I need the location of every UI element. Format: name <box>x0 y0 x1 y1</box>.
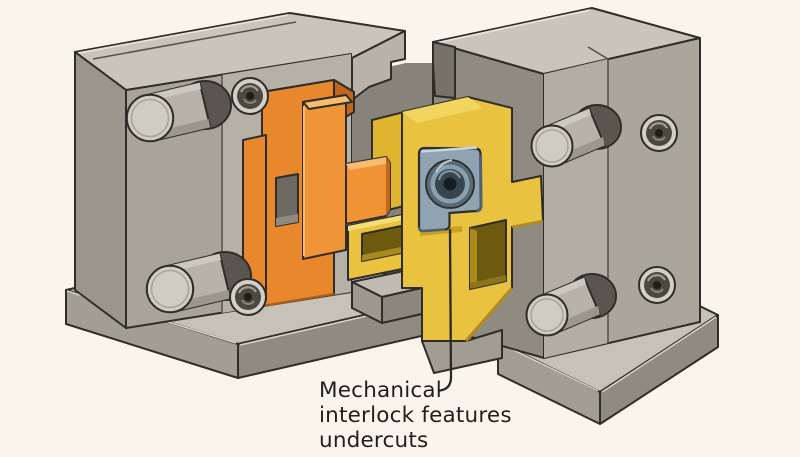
blue-interlock-insert <box>417 146 483 233</box>
orange-interlock-boss <box>302 94 347 260</box>
threaded-hole-bottom-right <box>637 265 677 305</box>
figure-label-line3: undercuts <box>319 428 428 453</box>
orange-core-insert <box>242 79 391 307</box>
figure-label: Mechanical interlock features undercuts <box>319 378 519 453</box>
threaded-hole-bottom-left <box>228 277 268 317</box>
blue-insert-threaded-hole <box>425 159 475 209</box>
figure-label-line2: interlock features <box>319 403 512 428</box>
threaded-hole-top-left <box>230 76 270 116</box>
figure-label-line1: Mechanical <box>319 378 442 403</box>
label-leader-line <box>438 228 453 392</box>
threaded-hole-top-right <box>639 113 679 153</box>
